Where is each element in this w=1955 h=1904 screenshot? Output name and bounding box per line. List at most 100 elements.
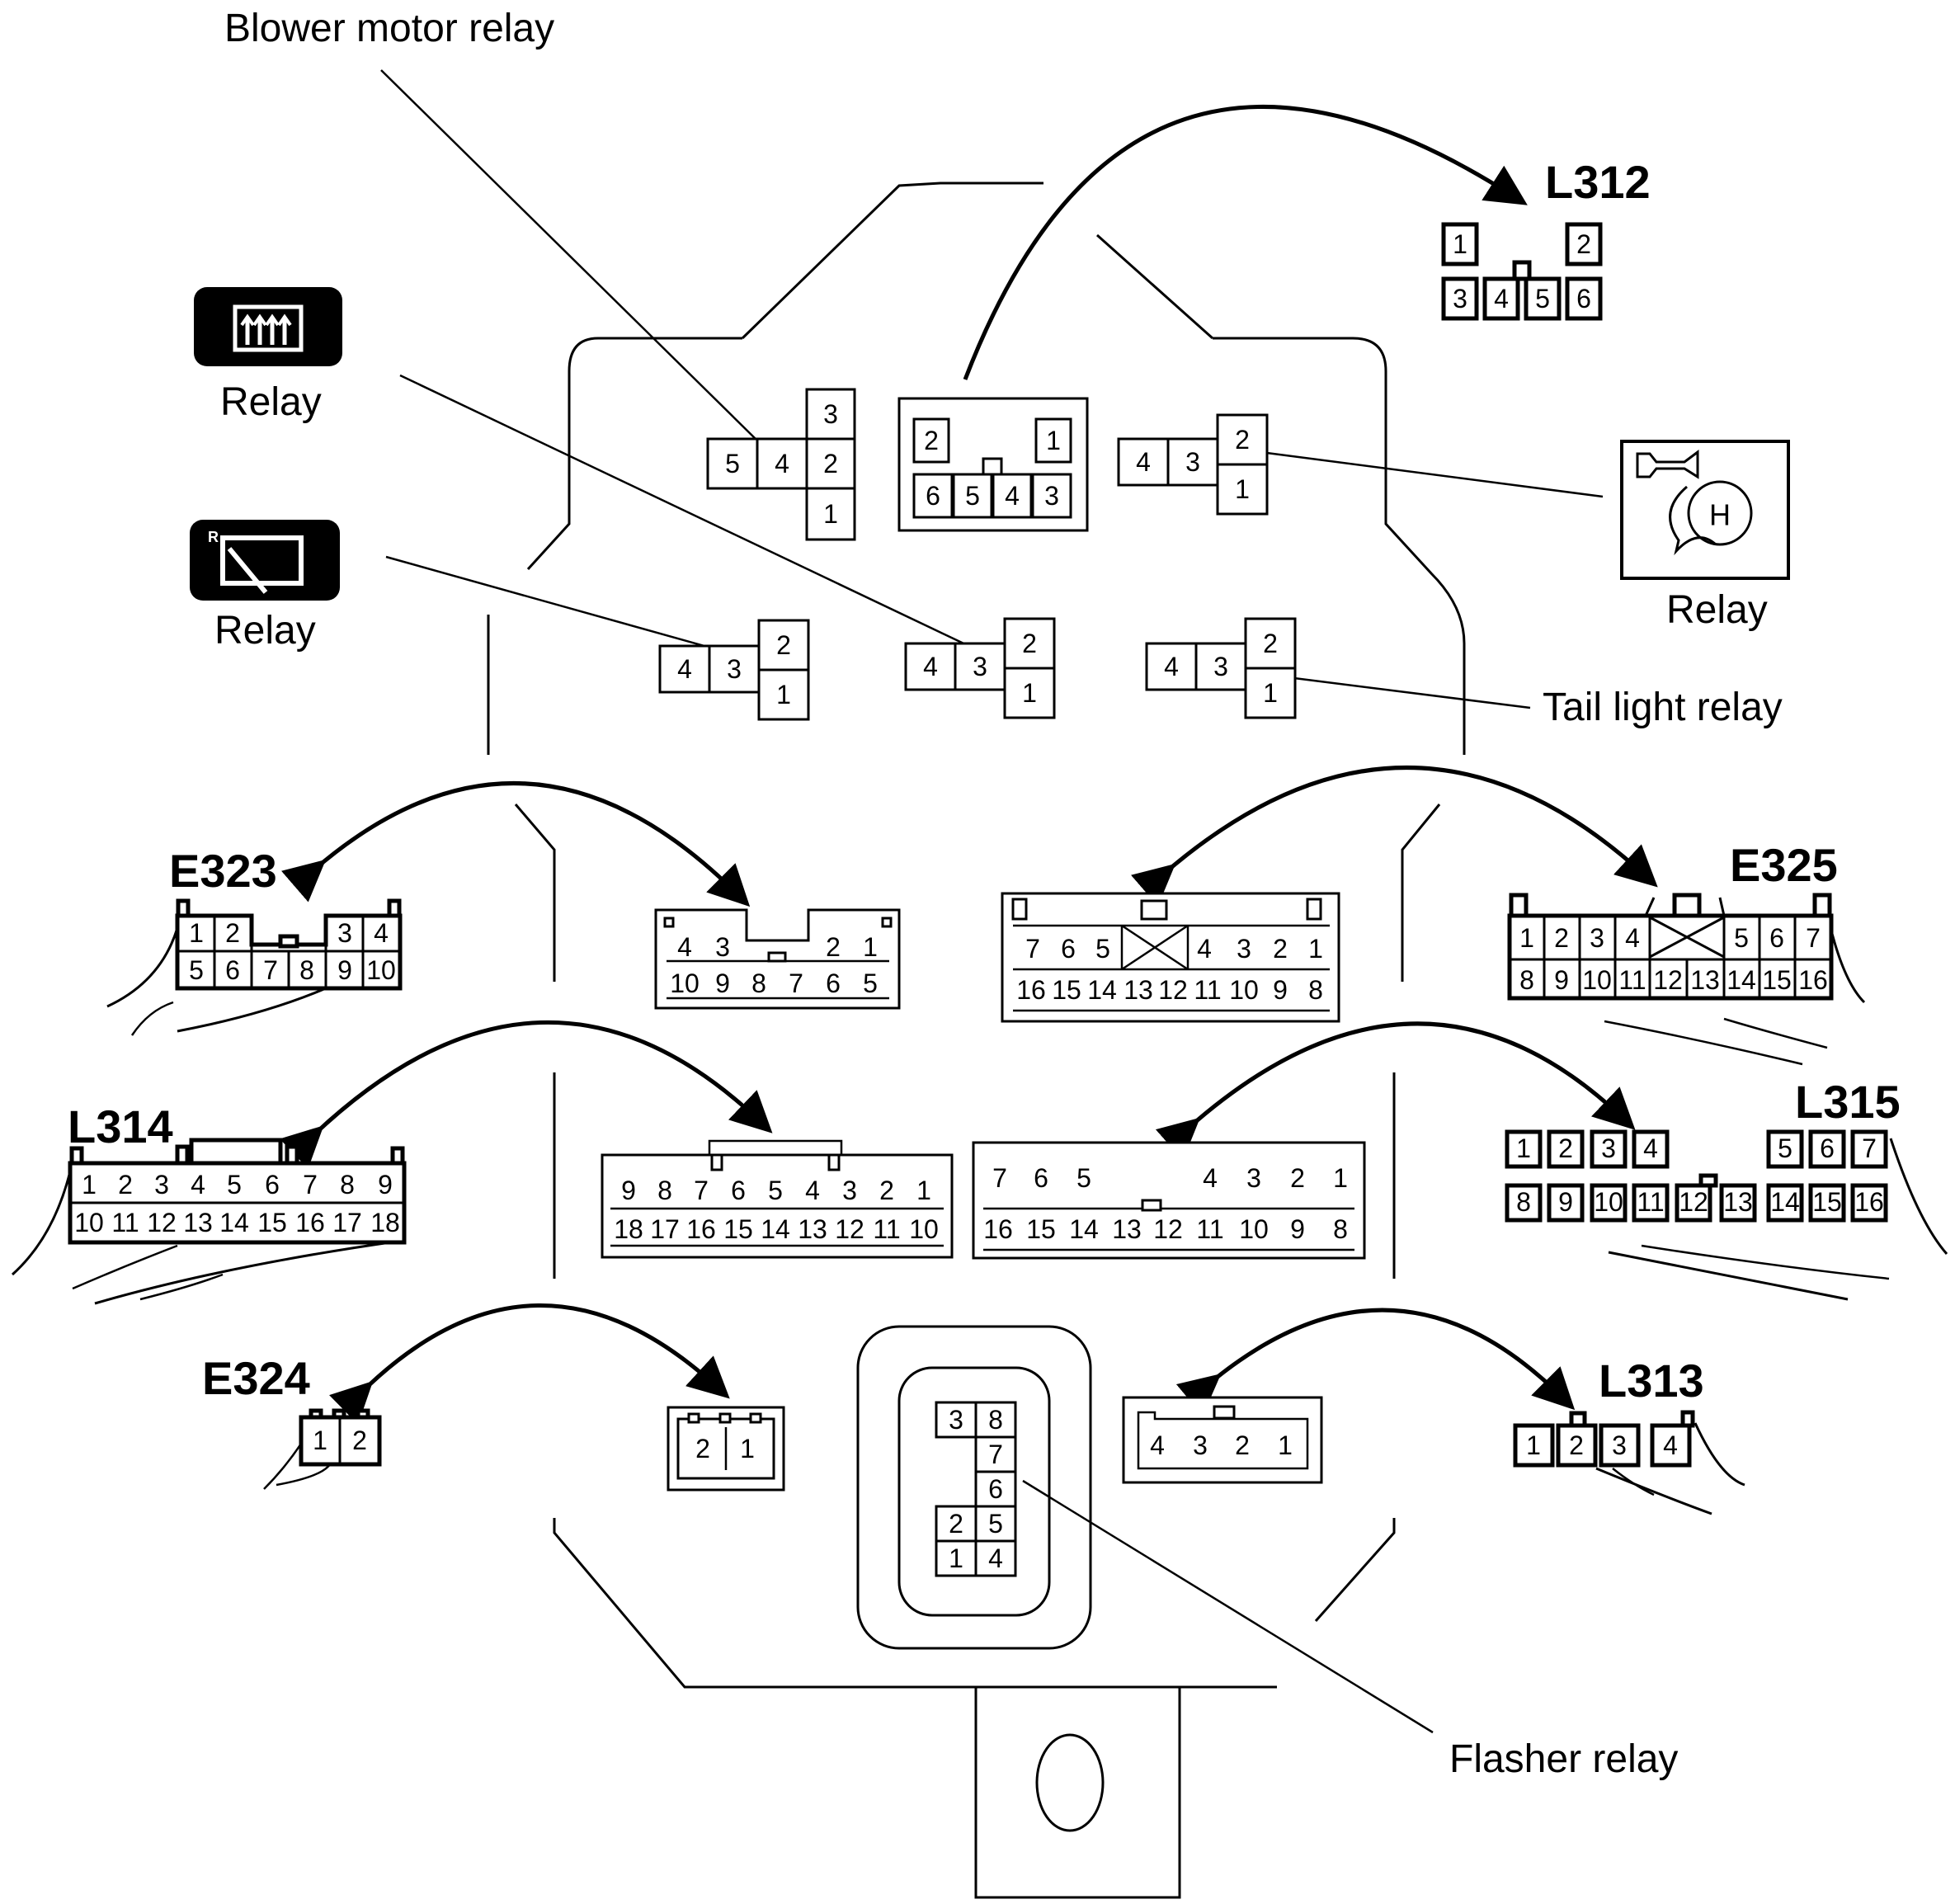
pin: 1 bbox=[863, 932, 878, 962]
pin: 6 bbox=[1034, 1163, 1048, 1193]
pin: 12 bbox=[1158, 975, 1188, 1005]
pin: 9 bbox=[1554, 965, 1569, 995]
pin: 1 bbox=[1333, 1163, 1348, 1193]
pin: 16 bbox=[1854, 1187, 1884, 1217]
pin: 7 bbox=[992, 1163, 1007, 1193]
pin: 4 bbox=[988, 1543, 1003, 1573]
pin: 5 bbox=[965, 481, 980, 511]
pin: 3 bbox=[1044, 481, 1059, 511]
pin: 17 bbox=[332, 1208, 362, 1237]
pin: 8 bbox=[299, 955, 314, 985]
pin: 13 bbox=[1723, 1187, 1753, 1217]
pin: 12 bbox=[1153, 1214, 1183, 1244]
pin: 4 bbox=[1005, 481, 1020, 511]
pin: 11 bbox=[1196, 1214, 1223, 1244]
horn-relay-icon-group: H Relay bbox=[1620, 440, 1790, 632]
pin: 2 bbox=[1235, 1430, 1250, 1460]
blower-motor-relay-socket: 3 5 4 2 1 bbox=[706, 388, 856, 541]
connector-l315: L315 1 2 3 4 5 6 7 8 9 10 11 12 13 14 15… bbox=[1505, 1076, 1948, 1301]
pin: 3 bbox=[727, 654, 742, 684]
pin: 15 bbox=[1762, 965, 1792, 995]
pin: 1 bbox=[1453, 229, 1467, 259]
pin: 9 bbox=[378, 1170, 393, 1199]
connector-code-e324: E324 bbox=[202, 1352, 310, 1404]
pin: 2 bbox=[352, 1426, 367, 1455]
pin-cell bbox=[1632, 1183, 1670, 1223]
pin: 4 bbox=[1197, 934, 1212, 964]
blower-motor-relay-label: Blower motor relay bbox=[224, 7, 554, 50]
pin: 6 bbox=[988, 1474, 1003, 1504]
wiper-relay-icon-group: R Relay bbox=[190, 520, 340, 653]
pin: 3 bbox=[1213, 652, 1228, 681]
pin: 15 bbox=[723, 1214, 753, 1244]
defogger-relay-socket: 4 3 2 1 bbox=[658, 619, 810, 721]
pin: 2 bbox=[924, 426, 939, 455]
pin: 3 bbox=[823, 399, 838, 429]
mating-arrows bbox=[280, 105, 1658, 1425]
pin: 4 bbox=[1663, 1430, 1678, 1460]
pin: 5 bbox=[1535, 284, 1550, 313]
pin: 3 bbox=[973, 652, 987, 681]
pin: 1 bbox=[740, 1434, 755, 1463]
pin: 2 bbox=[776, 630, 791, 660]
pin: 9 bbox=[1558, 1187, 1573, 1217]
connector-code-l312: L312 bbox=[1545, 156, 1651, 208]
pin: 9 bbox=[1290, 1214, 1305, 1244]
pin: 8 bbox=[1516, 1187, 1531, 1217]
pin: 8 bbox=[1519, 965, 1534, 995]
connector-e325: E325 1 2 3 4 5 6 7 8 9 10 11 12 13 14 15 bbox=[1507, 839, 1866, 1066]
pin: 16 bbox=[686, 1214, 716, 1244]
pin: 10 bbox=[1582, 965, 1612, 995]
pin: 4 bbox=[1494, 284, 1509, 313]
pin: 15 bbox=[1052, 975, 1081, 1005]
pin: 6 bbox=[1820, 1133, 1835, 1163]
pin: 13 bbox=[1124, 975, 1153, 1005]
pin: 5 bbox=[863, 968, 878, 998]
pin: 10 bbox=[1239, 1214, 1269, 1244]
connector-l314: L314 1 2 3 4 5 6 7 8 9 10 11 12 13 14 15… bbox=[11, 1100, 407, 1305]
pin: 9 bbox=[337, 955, 352, 985]
horn-relay-label: Relay bbox=[1666, 588, 1768, 632]
pin: 3 bbox=[1246, 1163, 1261, 1193]
connector-l315-socket: 7 6 5 4 3 2 1 16 15 14 13 12 11 10 9 8 bbox=[972, 1141, 1366, 1260]
pin: 8 bbox=[751, 968, 766, 998]
pin: 11 bbox=[873, 1214, 900, 1244]
pin: 2 bbox=[823, 449, 838, 478]
pin: 5 bbox=[988, 1509, 1003, 1539]
pin-cell bbox=[1850, 1129, 1888, 1169]
connector-code-l313: L313 bbox=[1599, 1355, 1704, 1407]
pin: 1 bbox=[313, 1426, 327, 1455]
pin: 12 bbox=[1679, 1187, 1708, 1217]
pin: 13 bbox=[183, 1208, 213, 1237]
pin: 6 bbox=[225, 955, 240, 985]
tail-light-relay-label: Tail light relay bbox=[1543, 686, 1783, 729]
pin: 4 bbox=[1203, 1163, 1218, 1193]
connector-l314-socket: 9 8 7 6 5 4 3 2 1 18 17 16 15 14 13 12 1… bbox=[601, 1139, 954, 1259]
pin: 2 bbox=[1273, 934, 1288, 964]
pin: 5 bbox=[768, 1176, 783, 1205]
pin: 2 bbox=[1558, 1133, 1573, 1163]
pin: 3 bbox=[1590, 923, 1604, 953]
pin: 1 bbox=[1046, 426, 1061, 455]
pin: 10 bbox=[74, 1208, 104, 1237]
pin: 6 bbox=[1769, 923, 1784, 953]
center-top-relay-socket: 2 1 6 5 4 3 bbox=[897, 397, 1089, 532]
pin: 4 bbox=[191, 1170, 205, 1199]
pin: 14 bbox=[1069, 1214, 1099, 1244]
pin: 1 bbox=[1516, 1133, 1531, 1163]
pin: 1 bbox=[1022, 678, 1037, 708]
pin: 8 bbox=[988, 1405, 1003, 1435]
pin: 9 bbox=[715, 968, 730, 998]
pin: 13 bbox=[1690, 965, 1720, 995]
pin: 3 bbox=[1612, 1430, 1627, 1460]
connector-code-e325: E325 bbox=[1730, 839, 1838, 891]
pin: 6 bbox=[926, 481, 940, 511]
pin: 16 bbox=[1016, 975, 1046, 1005]
pin: 5 bbox=[1734, 923, 1749, 953]
pin: 5 bbox=[1778, 1133, 1792, 1163]
connector-e325-socket: 7 6 5 4 3 2 1 16 15 14 13 12 11 10 9 8 bbox=[1001, 892, 1340, 1023]
pin: 8 bbox=[1333, 1214, 1348, 1244]
pin: 16 bbox=[983, 1214, 1013, 1244]
pin: 1 bbox=[189, 918, 204, 948]
connector-e323: E323 1 2 3 4 5 6 7 8 9 10 bbox=[106, 845, 403, 1036]
